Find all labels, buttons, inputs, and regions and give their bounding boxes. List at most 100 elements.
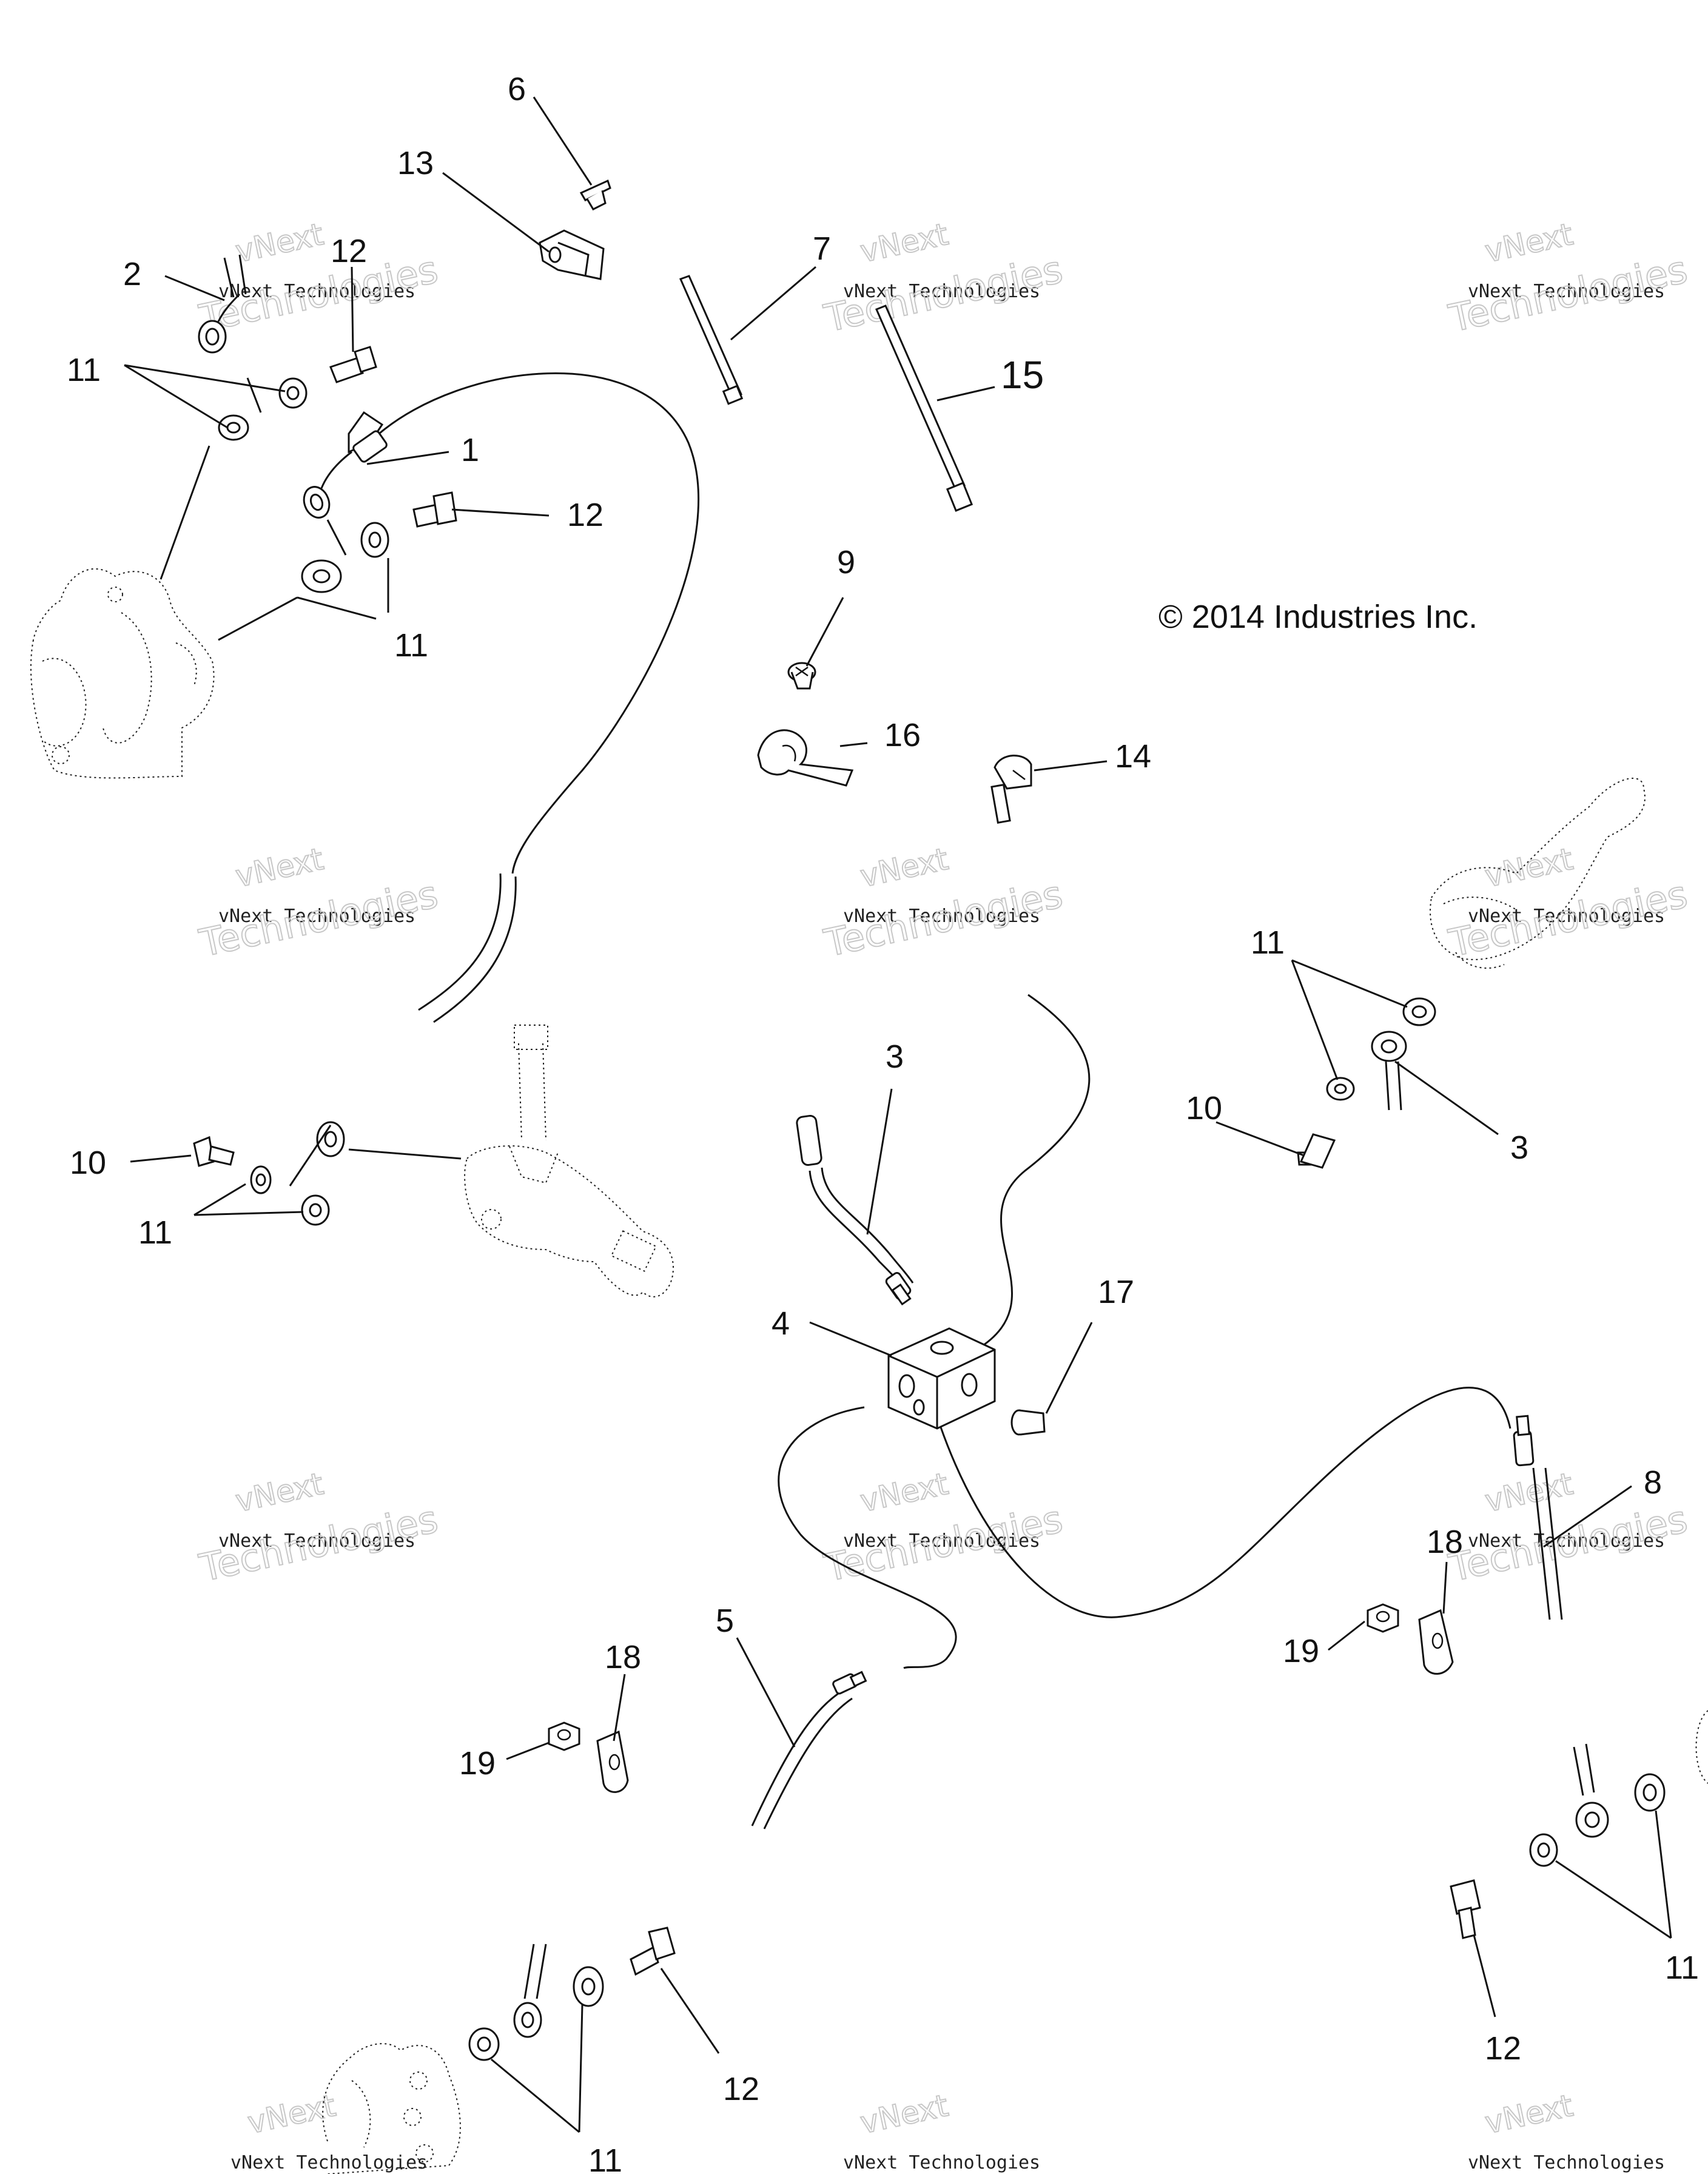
watermark-tile: vNext vNext Technologies Technologies [819,1466,1067,1591]
callout-3: 3 [1510,1129,1528,1166]
part-nut-19-left [548,1721,580,1751]
watermark-vnext: vNext [857,217,951,269]
callout-4: 4 [772,1305,790,1342]
watermark-vnext: vNext [1482,841,1576,894]
part-banjo-fitting-2 [198,254,247,354]
watermarks: vNext vNext Technologies Technologies vN… [195,216,1692,2173]
callout-10: 10 [70,1145,106,1181]
watermark-outline: Technologies [820,247,1066,340]
part-screw-9 [787,662,816,690]
watermark-outline: Technologies [820,872,1066,965]
brake-lines [378,372,1563,1829]
bolt-12-bottom-center [630,1927,676,1976]
watermark-outline: Technologies [1445,872,1691,965]
part-nut-19-right [1367,1603,1399,1633]
master-cylinder [464,1025,674,1297]
watermark-vnext: vNext [232,217,326,269]
watermark-outline: Technologies [195,872,442,965]
callout-19: 19 [459,1745,496,1782]
brake-hose-8b [1544,1467,1563,1620]
watermark-text: vNext Technologies [843,906,1040,927]
callout-11: 11 [67,352,101,388]
washers-11-right [1326,997,1436,1101]
callout-12: 12 [723,2071,759,2107]
callout-6: 6 [508,71,526,107]
watermark-vnext: vNext [232,841,326,894]
callout-1: 1 [461,432,479,468]
watermark-text: vNext Technologies [1468,1530,1665,1552]
watermark-tile: vNext vNext Technologies Technologies [195,216,442,342]
watermark-text: vNext Technologies [843,2152,1040,2173]
watermark-tile: vNext vNext Technologies Technologies [819,216,1067,342]
brake-line-upper-right [976,994,1091,1351]
callout-11: 11 [394,627,428,664]
watermark-tile: vNext vNext Technologies [230,2087,428,2173]
part-hose-3-ends [796,1114,912,1306]
leader-lines [124,96,1672,2133]
watermark-vnext: vNext [244,2088,338,2141]
part-hose-8-end [1513,1415,1535,1467]
brake-line-rear-left [778,1406,957,1669]
part-banjo-fitting-1 [303,411,388,519]
callout-7: 7 [813,231,831,267]
watermark-vnext: vNext [1482,1466,1576,1519]
watermark-vnext: vNext [1482,217,1576,269]
callout-12: 12 [331,233,367,269]
washers-11-left-mid [250,1121,345,1226]
callout-11: 11 [588,2142,622,2174]
parts [30,179,1708,2174]
watermark-tile: vNext vNext Technologies [1468,2087,1665,2173]
callout-12: 12 [1485,2030,1521,2067]
callout-11: 11 [1251,924,1285,961]
callout-8: 8 [1644,1464,1662,1501]
brake-hose-front [418,873,502,1011]
brake-hose-5b [763,1697,853,1829]
watermark-vnext: vNext [857,1466,951,1519]
callout-9: 9 [837,544,855,581]
watermark-text: vNext Technologies [230,2152,428,2173]
callout-2: 2 [123,256,141,292]
watermark-text: vNext Technologies [1468,281,1665,302]
watermark-outline: Technologies [195,1496,442,1590]
callout-3: 3 [886,1038,904,1075]
bolt-10-right [1297,1133,1336,1169]
watermark-tile: vNext vNext Technologies Technologies [1444,841,1692,966]
brake-line-front-left [378,372,699,874]
brake-hose-3 [809,1170,905,1290]
part-banjo-fitting-3-right [1371,1031,1407,1111]
part-tie-strap-7 [679,275,744,405]
watermark-text: vNext Technologies [843,281,1040,302]
caliper-right-edge [1695,1710,1708,1784]
watermark-tile: vNext vNext Technologies Technologies [195,841,442,966]
part-bracket-13 [539,229,605,280]
part-tie-strap-15 [875,305,973,512]
bolt-12-mid [412,491,457,528]
bolt-12-upper-left [329,346,377,383]
caliper-bottom-center [322,2043,461,2174]
part-screw-6 [579,179,611,210]
part-hose-5-end [832,1671,867,1695]
callout-labels: 6 13 2 12 11 7 15 1 12 11 9 © 2014 Indus… [67,71,1699,2174]
brake-hose-8 [1532,1467,1551,1620]
watermark-outline: Technologies [1445,247,1691,340]
brake-hose-5 [751,1691,841,1826]
washers-11-bottom-right [1529,1743,1666,1867]
part-junction-block-4 [887,1327,996,1430]
bolt-12-bottom-right [1450,1879,1481,1939]
bolt-10-left [193,1136,235,1167]
watermark-vnext: vNext [232,1466,326,1519]
part-clip-16 [757,729,854,787]
part-clip-18-right [1418,1609,1454,1675]
callout-17: 17 [1098,1274,1134,1310]
watermark-tile: vNext vNext Technologies Technologies [819,841,1067,966]
brake-line-rear-right [939,1387,1511,1618]
callout-14: 14 [1115,738,1151,775]
washers-11-upper [218,377,389,593]
brake-hose-3b [821,1167,914,1284]
watermark-vnext: vNext [1482,2088,1576,2141]
watermark-vnext: vNext [857,2088,951,2141]
callout-11: 11 [138,1214,172,1251]
watermark-vnext: vNext [857,841,951,894]
washers-11-bottom-center [468,1943,604,2061]
